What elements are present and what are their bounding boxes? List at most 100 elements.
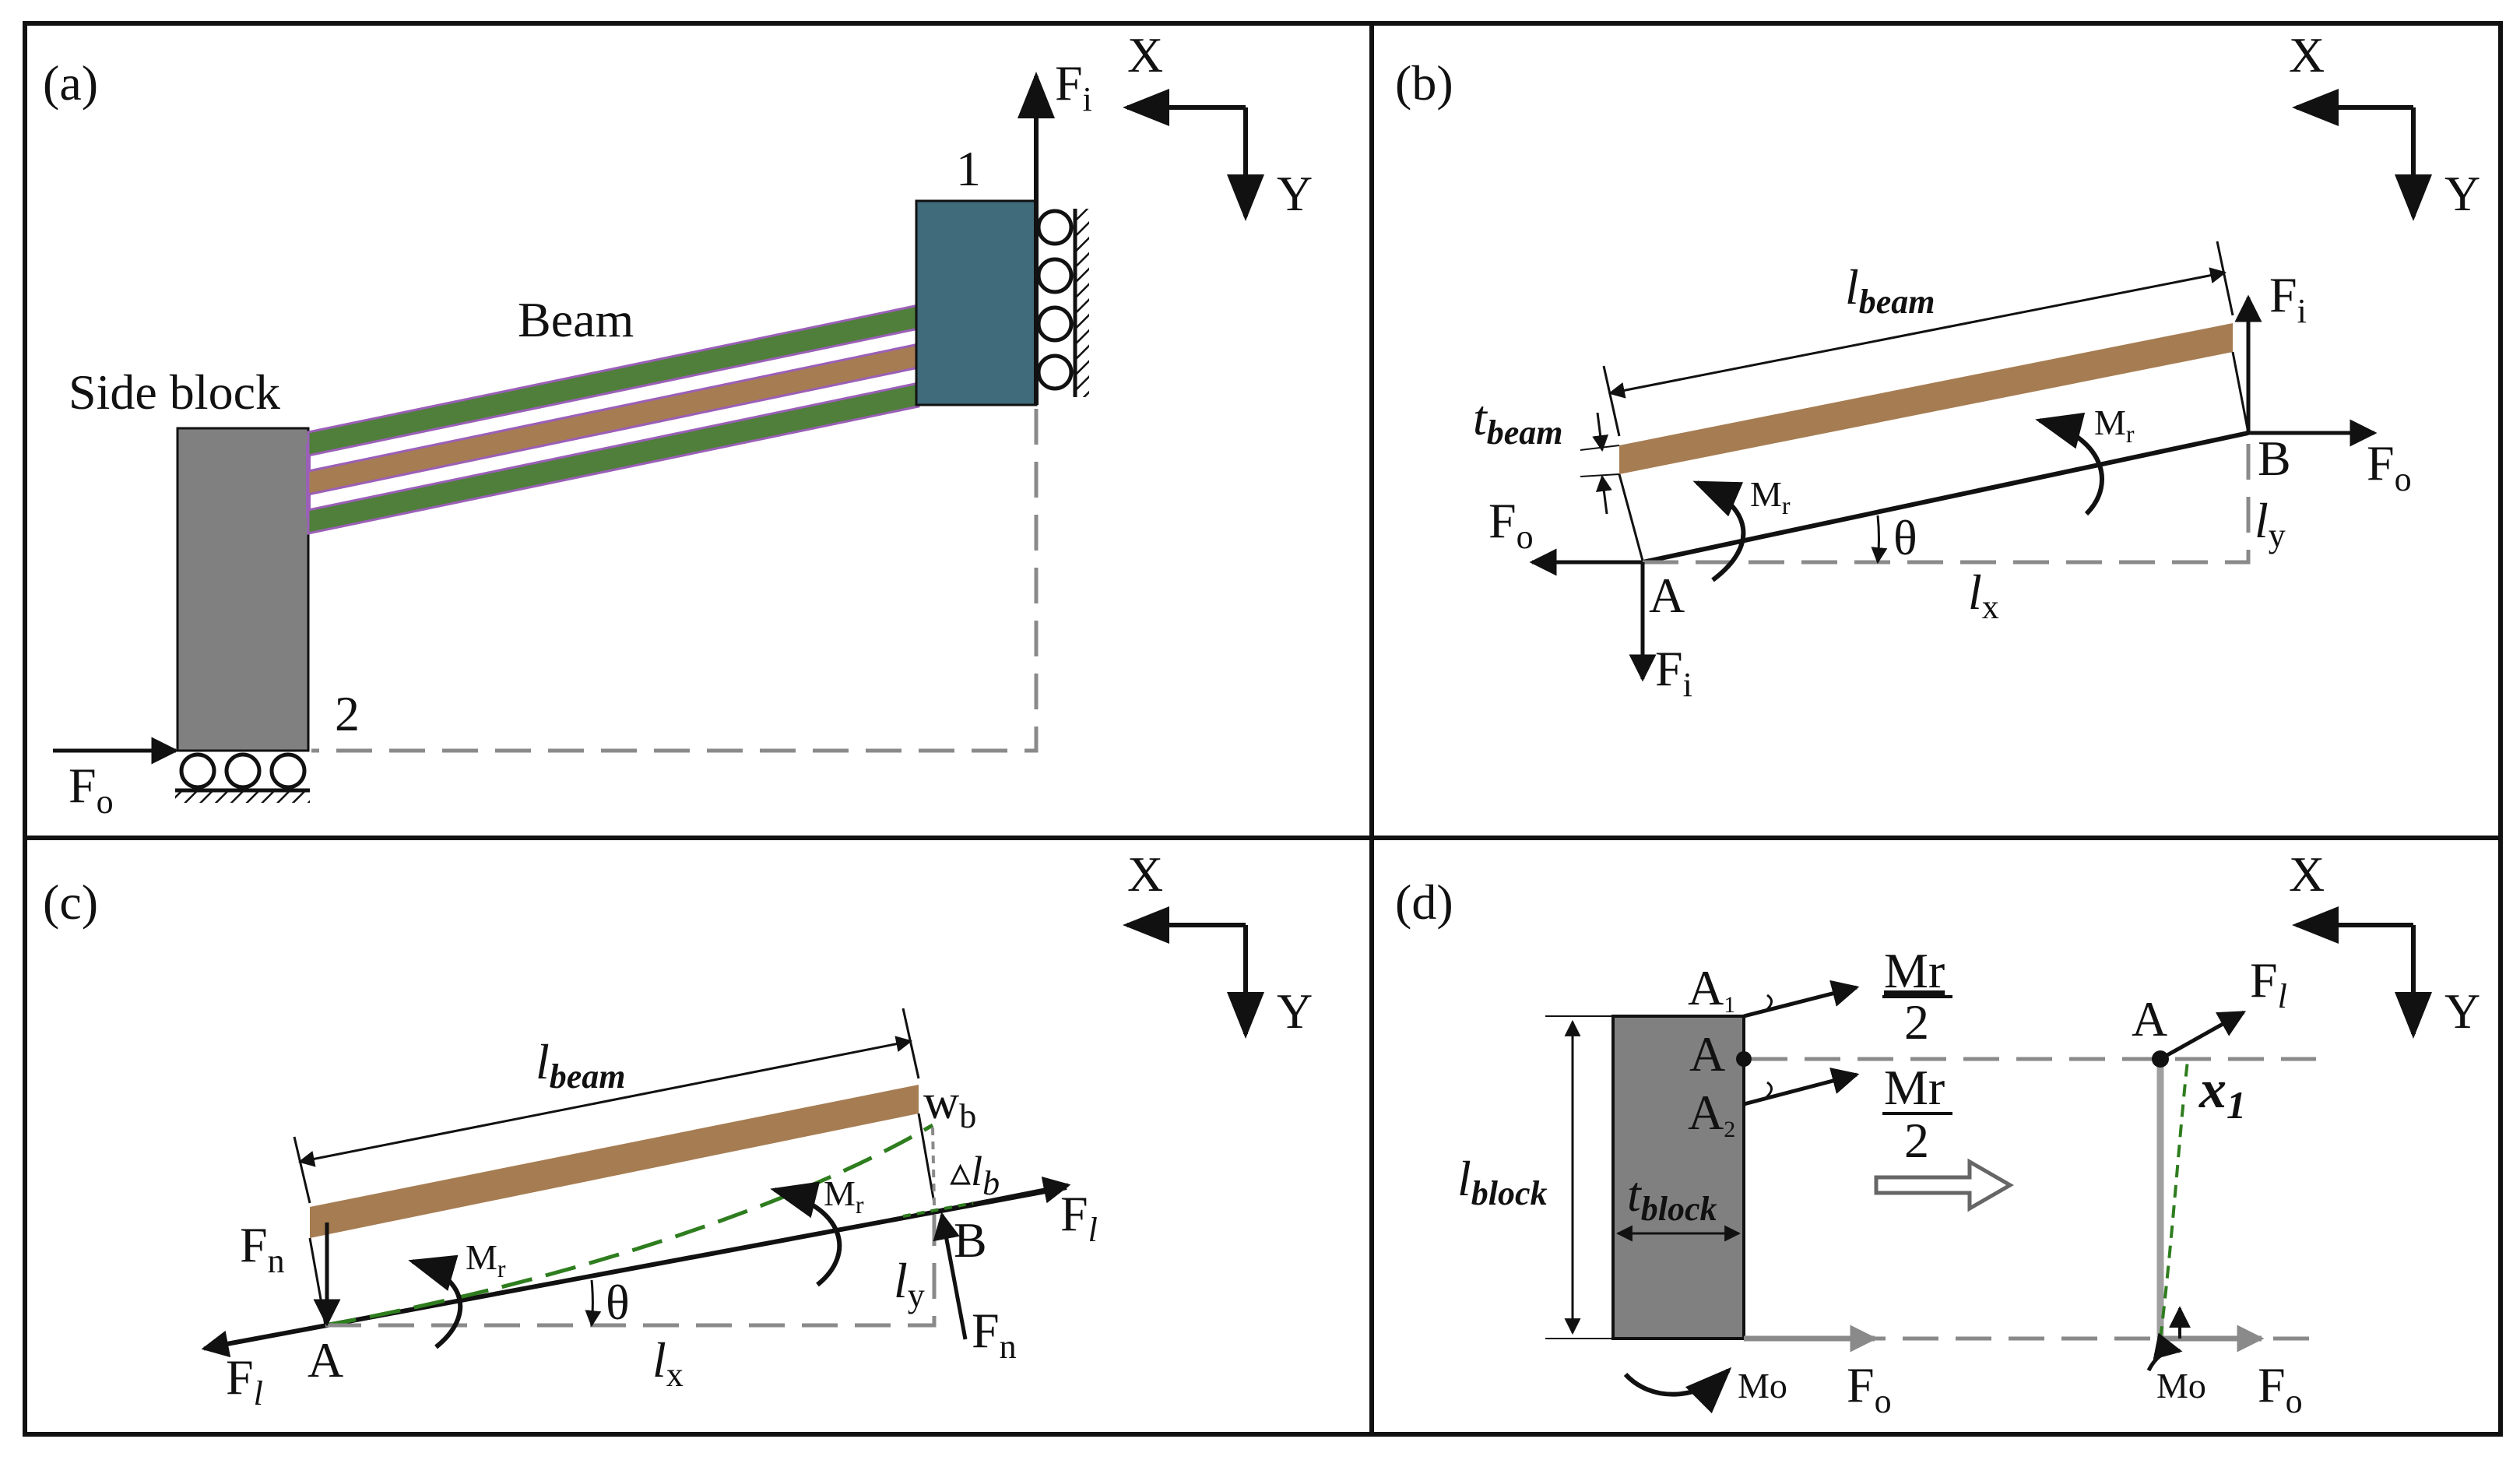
dashed-baseline: [325, 1215, 937, 1328]
panel-d: (d) X Y lblock tblock A1 A A2 Mr 2 Mr 2: [1395, 846, 2480, 1420]
panel-b-axes: X Y: [2289, 27, 2480, 221]
fl-arrow: [2159, 1010, 2247, 1061]
fl-left-arrow: [201, 1323, 326, 1358]
a-label: A: [1689, 1026, 1725, 1082]
lx-label: lx: [1968, 565, 1999, 626]
mr-half-top-arrow: [1743, 980, 1860, 1018]
dashed-motion-path: [311, 409, 1039, 753]
transform-arrow: [1874, 1158, 2015, 1212]
fo-right-label: Fo: [2258, 1357, 2303, 1420]
panel-d-axes: X Y: [2289, 846, 2480, 1039]
fo-left-label: Fo: [1847, 1357, 1892, 1420]
mr-left-arrow: [408, 1254, 463, 1349]
mo-left-label: Mo: [1738, 1366, 1787, 1405]
a1-label: A1: [1688, 960, 1735, 1018]
point-a-label: A: [1649, 568, 1685, 623]
fi-top-label: Fi: [2269, 267, 2307, 330]
ly-label: ly: [894, 1253, 925, 1314]
axis-x-label: X: [1127, 27, 1163, 83]
mr-half-top-num: Mr: [1884, 943, 1945, 998]
lx-label: lx: [652, 1332, 684, 1394]
point-a-dot: [1736, 1051, 1752, 1067]
panel-b-tag: (b): [1395, 55, 1453, 111]
axis-y-label: Y: [2444, 166, 2480, 221]
axis-y-label: Y: [1277, 166, 1313, 221]
mr-left-label: Mr: [466, 1237, 506, 1282]
ly-label: ly: [2255, 493, 2286, 554]
mr-right-arrow: [770, 1181, 842, 1287]
deflected-shape: [325, 1123, 934, 1328]
mo-right-label: Mo: [2156, 1366, 2206, 1405]
fn-right-arrow: [933, 1212, 968, 1340]
fn-right-label: Fn: [972, 1303, 1017, 1366]
mr-half-top-den: 2: [1904, 994, 1929, 1050]
fn-left-label: Fn: [240, 1217, 285, 1280]
panel-c-tag: (c): [43, 874, 98, 930]
mr-right-label: Mr: [2094, 403, 2135, 448]
t-block-label: tblock: [1627, 1166, 1717, 1228]
beam-label: Beam: [518, 292, 634, 347]
beam-stack: [307, 304, 920, 535]
theta-label: θ: [606, 1275, 630, 1330]
mr-left-label: Mr: [1750, 474, 1791, 519]
mo-right-arrow: [2146, 1332, 2183, 1372]
side-block: [176, 427, 310, 752]
fi-bottom-label: Fi: [1655, 641, 1692, 704]
fl-right-label: Fl: [1060, 1186, 1098, 1249]
axis-y-label: Y: [2444, 983, 2480, 1039]
mr-half-bottom-num: Mr: [1884, 1060, 1945, 1115]
bottom-roller-support: [175, 752, 310, 803]
delta-lb-label: ▵lb: [950, 1148, 1000, 1202]
l-block-label: lblock: [1457, 1151, 1548, 1212]
mr-left-arrow: [1692, 480, 1746, 582]
l-beam-dimension: [297, 1036, 913, 1167]
axis-x-label: X: [2289, 846, 2325, 902]
mr-half-bottom-arrow: [1743, 1068, 1860, 1106]
mr-right-arrow: [2035, 412, 2104, 516]
point-a-label: A: [308, 1332, 343, 1388]
t-beam-label: tbeam: [1473, 390, 1563, 452]
dashed-baseline: [1643, 436, 2251, 565]
node-1-label: 1: [956, 141, 981, 196]
panel-a-tag: (a): [43, 55, 98, 111]
point-b-label: B: [954, 1212, 987, 1268]
mr-half-bottom-den: 2: [1904, 1113, 1929, 1168]
axis-x-label: X: [1127, 846, 1163, 902]
fo-left-label: Fo: [1488, 493, 1534, 556]
l-beam-label: lbeam: [536, 1034, 626, 1096]
fl-label: Fl: [2250, 952, 2287, 1015]
panel-a: (a) X Y Side block Beam 1: [43, 27, 1313, 821]
wb-label: wb: [923, 1074, 976, 1135]
x1-label: x1: [2198, 1060, 2246, 1127]
panel-d-tag: (d): [1395, 874, 1453, 930]
point-a-right-label: A: [2132, 991, 2167, 1047]
fo-label: Fo: [69, 758, 114, 821]
fl-left-label: Fl: [226, 1349, 263, 1413]
right-roller-support: [1036, 209, 1089, 397]
l-beam-dimension: [1608, 267, 2227, 399]
mr-right-label: Mr: [824, 1173, 864, 1219]
axis-y-label: Y: [1277, 983, 1313, 1039]
a2-label: A2: [1688, 1085, 1735, 1142]
side-block-label: Side block: [69, 364, 280, 420]
beam: [1619, 323, 2233, 474]
fl-right-arrow: [933, 1176, 1071, 1214]
chord-line: [1642, 431, 2249, 565]
x1-deflection: [2159, 1060, 2189, 1339]
node-2-label: 2: [335, 686, 360, 741]
panel-c-axes: X Y: [1123, 846, 1313, 1039]
panel-a-axes: X Y: [1123, 27, 1313, 221]
l-beam-label: lbeam: [1845, 259, 1935, 321]
fo-right-label: Fo: [2367, 435, 2412, 498]
panel-b: (b) X Y lbeam tbeam θ A B lx: [1395, 27, 2480, 704]
theta-label: θ: [1893, 510, 1917, 565]
fi-label: Fi: [1055, 55, 1092, 118]
moving-block-1: [915, 199, 1038, 406]
mo-left-arrow: [1623, 1367, 1732, 1414]
panel-c: (c) X Y lbeam θ A B lx ly: [43, 846, 1313, 1413]
side-block: [1611, 1015, 1745, 1340]
point-b-label: B: [2258, 431, 2291, 486]
axis-x-label: X: [2289, 27, 2325, 83]
figure-frame: [23, 21, 2503, 1437]
